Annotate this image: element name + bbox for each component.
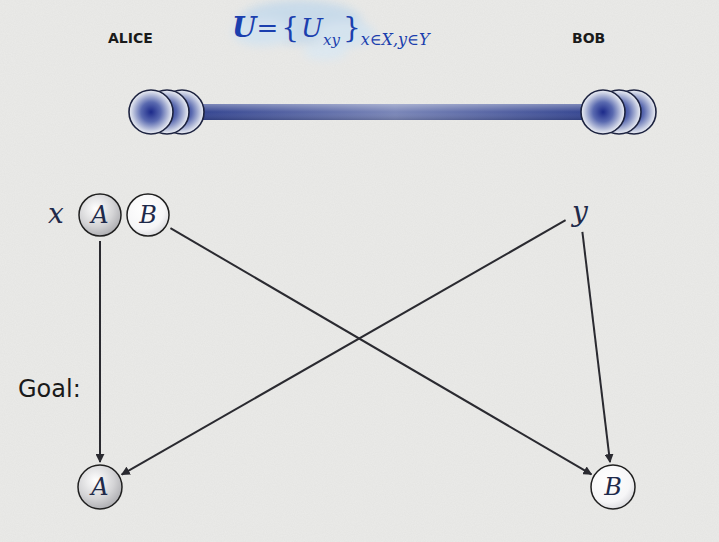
node-text: A xyxy=(91,203,108,227)
formula: U={Uxy}x∈X,y∈Y xyxy=(232,14,430,42)
formula-symbol: = xyxy=(256,13,278,43)
formula-subscript: x∈X,y∈Y xyxy=(361,30,430,49)
formula-symbol: } xyxy=(340,11,361,44)
formula-symbol: U xyxy=(301,13,323,43)
qubit-circle: B xyxy=(126,193,170,237)
arrow-connector xyxy=(122,220,566,474)
formula-symbol: { xyxy=(278,11,301,44)
arrow-connector xyxy=(582,232,610,462)
qubit-circle: B xyxy=(590,464,636,510)
arrow-connector xyxy=(170,228,591,474)
party-name: BOB xyxy=(572,31,605,45)
node-text: B xyxy=(604,475,622,499)
qubit-circle: A xyxy=(78,193,122,237)
party-name: ALICE xyxy=(108,31,153,45)
formula-symbol: U xyxy=(232,11,256,44)
node-text: B xyxy=(139,203,157,227)
node-text: y xyxy=(572,198,588,226)
arrow-connector xyxy=(99,241,101,462)
formula-subscript: xy xyxy=(323,31,340,49)
goal-label: Goal: xyxy=(18,377,81,401)
qubit-circle: A xyxy=(77,464,123,510)
input-label: x xyxy=(48,200,64,228)
node-text: A xyxy=(91,475,108,499)
input-variable: y xyxy=(569,196,591,228)
